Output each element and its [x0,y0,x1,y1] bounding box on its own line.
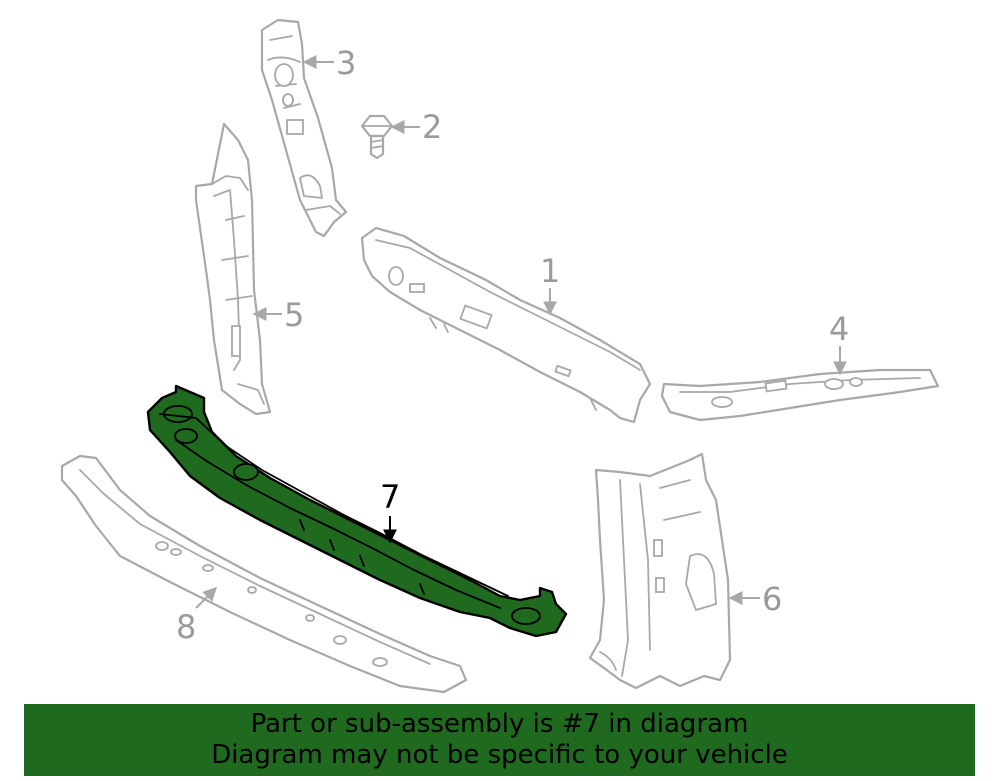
leader-8 [195,587,217,609]
part-6-side-member [588,452,732,690]
part-3-bracket [260,18,348,238]
banner-line-1: Part or sub-assembly is #7 in diagram [250,709,749,739]
callout-5: 5 [284,296,304,334]
part-2-bolt [360,114,394,160]
callout-6: 6 [762,580,782,618]
part-5-side-member [194,122,272,416]
callout-2: 2 [422,108,442,146]
part-8-lower-tie-bar [60,454,468,694]
callout-1: 1 [540,252,560,290]
info-banner: Part or sub-assembly is #7 in diagram Di… [24,704,975,776]
parts-diagram: 3 2 1 4 5 6 8 7 [60,18,940,694]
part-4-fender-support [660,368,940,422]
callout-3: 3 [336,44,356,82]
callout-7: 7 [380,478,400,516]
part-7-lower-support-highlighted [146,384,568,638]
banner-line-2: Diagram may not be specific to your vehi… [211,740,788,770]
part-1-upper-tie-bar [360,226,652,424]
callout-4: 4 [829,310,849,348]
callout-8: 8 [176,608,196,646]
